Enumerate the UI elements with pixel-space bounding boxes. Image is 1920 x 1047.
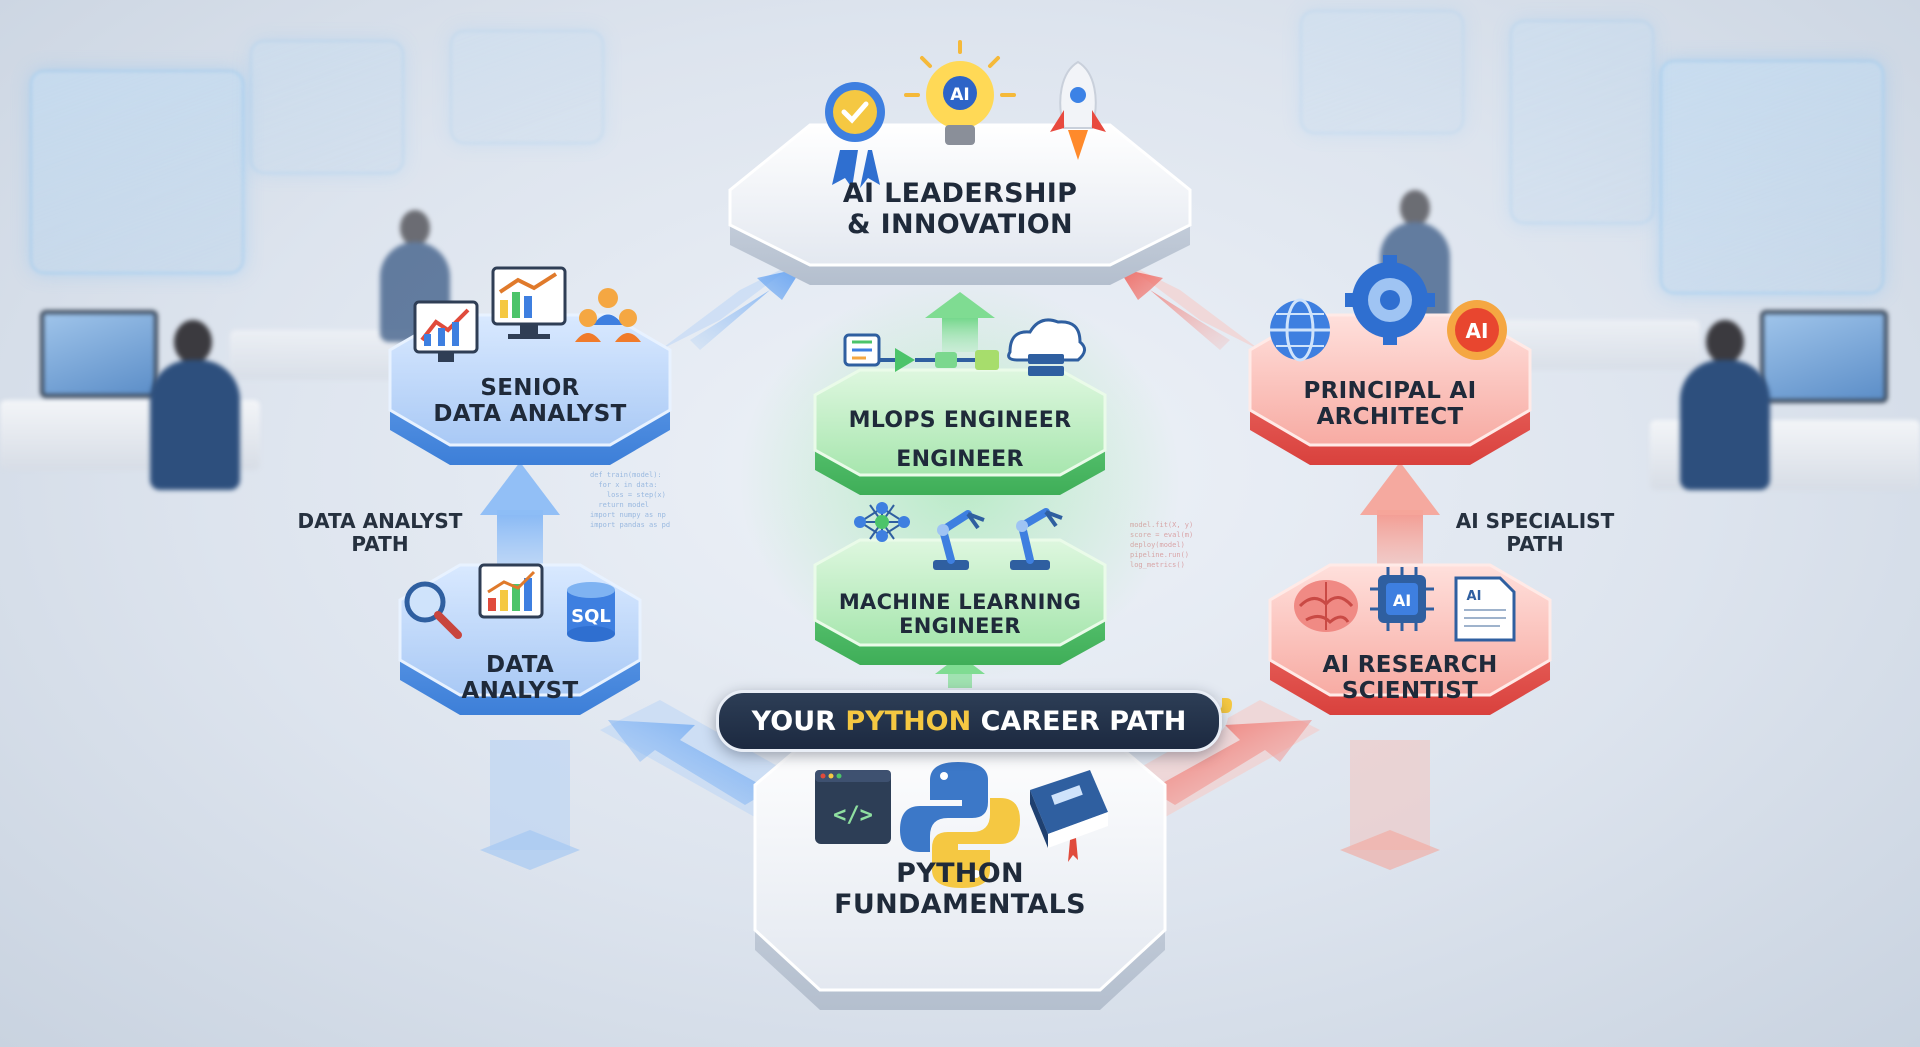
principal-line2: ARCHITECT <box>1316 404 1464 431</box>
principal-line1: PRINCIPAL AI <box>1303 378 1477 404</box>
label-ml-engineer: MACHINE LEARNING ENGINEER <box>815 590 1105 638</box>
ai-path-line1: AI SPECIALIST <box>1455 509 1615 533</box>
data-path-line1: DATA ANALYST <box>297 509 463 533</box>
svg-text:AI: AI <box>1466 319 1489 343</box>
label-principal-ai-architect: PRINCIPAL AI ARCHITECT <box>1260 378 1520 431</box>
career-path-banner: YOUR PYTHON CAREER PATH <box>716 690 1222 752</box>
background-screen-right-2 <box>1510 20 1654 224</box>
research-line1: AI RESEARCH <box>1322 652 1498 678</box>
red-beam-base <box>1340 830 1440 870</box>
senior-line2: DATA ANALYST <box>433 401 627 428</box>
background-screen-left <box>30 70 244 274</box>
ai-chip-icon: AI <box>1370 567 1434 631</box>
blue-beam-base <box>480 830 580 870</box>
node-mlops-engineer <box>813 368 1107 495</box>
rocket-icon <box>1050 60 1106 160</box>
background-screen-right-3 <box>1300 10 1464 134</box>
python-logo-icon <box>900 762 1020 888</box>
book-icon <box>1030 770 1108 862</box>
line-chart-icon <box>413 300 479 362</box>
cloud-server-icon <box>1007 318 1086 376</box>
svg-text:AI: AI <box>1393 591 1411 610</box>
label-data-analyst: DATA ANALYST <box>420 652 620 705</box>
ai-lightbulb-icon: AI <box>904 40 1016 145</box>
decor-code-left: def train(model): for x in data: loss = … <box>590 471 671 529</box>
mlops-line2: ENGINEER <box>896 446 1024 472</box>
svg-text:AI: AI <box>1467 589 1482 604</box>
ai-path-line2: PATH <box>1506 532 1564 556</box>
brain-icon <box>1294 580 1358 632</box>
banner-prefix: YOUR <box>751 705 846 737</box>
label-data-analyst-path: DATA ANALYST PATH <box>275 510 485 556</box>
ai-document-icon: AI <box>1454 576 1516 642</box>
magnifier-icon <box>404 581 462 639</box>
banner-text: YOUR PYTHON CAREER PATH <box>752 706 1187 737</box>
background-monitor-right <box>1760 310 1888 403</box>
label-ai-specialist-path: AI SPECIALIST PATH <box>1430 510 1640 556</box>
robot-arm-icon <box>933 510 985 570</box>
arrow-ml-to-mlops <box>925 292 995 352</box>
ai-badge-icon: AI <box>1447 300 1507 360</box>
gear-icon <box>1345 255 1435 345</box>
sql-database-icon: SQL <box>567 582 615 642</box>
data-analyst-line1: DATA <box>485 652 554 678</box>
robot-arm-icon-2 <box>1010 508 1063 570</box>
ml-engineer-line1: MACHINE LEARNING <box>838 590 1082 614</box>
label-ai-research-scientist: AI RESEARCH SCIENTIST <box>1280 652 1540 705</box>
bar-chart-icon <box>478 563 544 619</box>
research-line2: SCIENTIST <box>1341 678 1479 705</box>
arrow-senior-to-leadership <box>690 268 802 350</box>
globe-icon <box>1270 298 1330 362</box>
award-badge-icon <box>825 82 885 188</box>
fundamentals-line1: PYTHON <box>896 858 1024 889</box>
code-window-icon: </> <box>815 770 891 844</box>
node-ai-leadership <box>728 123 1192 285</box>
background-desk-right-2 <box>1500 320 1700 370</box>
background-monitor-left <box>40 310 158 398</box>
ml-engineer-line2: ENGINEER <box>899 614 1021 639</box>
arrow-fundamentals-to-research <box>1150 720 1312 805</box>
dashboard-monitor-icon <box>491 266 567 339</box>
ai-leadership-line2: & INNOVATION <box>847 209 1073 241</box>
banner-accent: PYTHON <box>845 705 972 737</box>
team-icon <box>575 288 641 342</box>
neural-network-icon <box>854 502 910 542</box>
svg-text:AI: AI <box>950 85 969 105</box>
ai-leadership-line1: AI LEADERSHIP <box>842 178 1078 209</box>
svg-text:SQL: SQL <box>571 606 611 627</box>
pipeline-icon <box>843 333 999 372</box>
data-path-line2: PATH <box>351 532 409 556</box>
background-screen-left-3 <box>450 30 604 144</box>
background-screen-left-2 <box>250 40 404 174</box>
arrow-fundamentals-to-data-analyst <box>608 720 770 805</box>
data-analyst-line2: ANALYST <box>461 678 579 705</box>
svg-text:</>: </> <box>833 803 873 828</box>
label-python-fundamentals: PYTHON FUNDAMENTALS <box>800 858 1120 920</box>
arrow-principal-to-leadership <box>1118 268 1230 350</box>
senior-line1: SENIOR <box>480 375 580 401</box>
background-screen-right <box>1660 60 1884 294</box>
label-senior-data-analyst: SENIOR DATA ANALYST <box>400 375 660 428</box>
banner-suffix: CAREER PATH <box>971 705 1187 737</box>
mlops-line1: MLOPS ENGINEER <box>848 408 1072 433</box>
fundamentals-line2: FUNDAMENTALS <box>834 889 1086 921</box>
label-ai-leadership: AI LEADERSHIP & INNOVATION <box>760 178 1160 240</box>
label-mlops-engineer: MLOPS ENGINEER ENGINEER <box>820 402 1100 479</box>
